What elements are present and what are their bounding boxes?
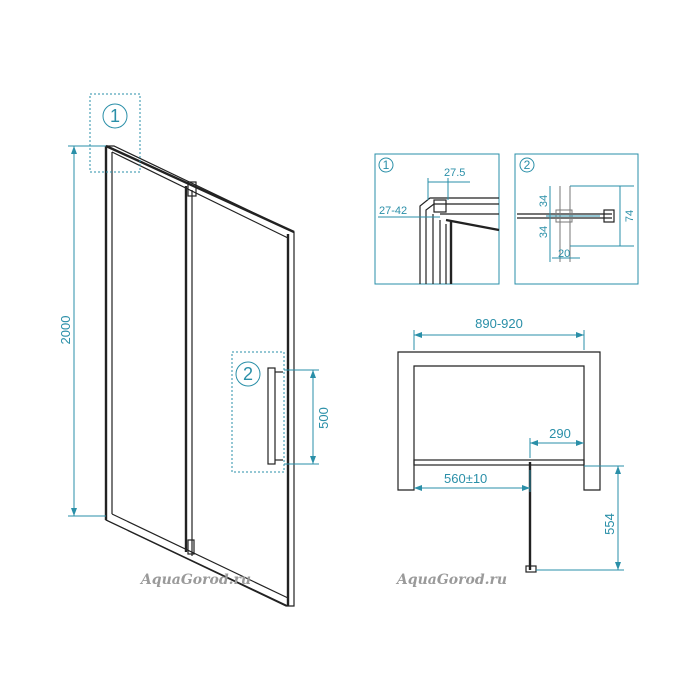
door-handle	[267, 367, 276, 465]
top-hinge	[187, 181, 197, 197]
callout-1: 1	[89, 93, 141, 173]
bottom-hinge	[187, 539, 195, 555]
detail-1-frame	[374, 153, 500, 285]
plan-swing-label: 554	[602, 513, 617, 535]
watermark-left: AquaGorod.ru	[139, 572, 251, 588]
detail-2-marker: 2	[524, 158, 531, 172]
detail-2-total: 74	[624, 210, 636, 222]
detail-1-width: 27.5	[444, 167, 465, 179]
callout-2-circle	[235, 361, 261, 387]
plan-walls	[397, 351, 601, 491]
door-top-profile	[105, 144, 295, 234]
detail-2-width: 20	[558, 248, 570, 260]
callout-2: 2	[231, 351, 285, 473]
detail-2-top: 34	[538, 195, 550, 207]
callout-1-label: 1	[110, 106, 120, 126]
plan-opening-label: 560±10	[444, 471, 487, 486]
handle-dimension: 500	[284, 369, 331, 465]
detail-1-range: 27-42	[379, 205, 407, 217]
door-bottom-inner	[111, 513, 289, 599]
detail-2: 2 34 34 74 20	[514, 153, 639, 285]
handle-length-label: 500	[316, 407, 331, 429]
height-dimension: 2000	[58, 145, 106, 517]
callout-1-circle	[102, 103, 128, 129]
detail-2-bottom: 34	[538, 226, 550, 238]
watermark-right: AquaGorod.ru	[395, 572, 507, 588]
plan-width-label: 890-920	[475, 316, 523, 331]
detail-1: 1 27.5 27-42	[374, 153, 500, 285]
door-elevation	[104, 144, 295, 607]
door-bottom-profile	[105, 519, 289, 607]
detail-2-frame	[514, 153, 639, 285]
plan-glass	[413, 459, 585, 466]
height-label: 2000	[58, 316, 73, 345]
plan-fixed-label: 290	[549, 426, 571, 441]
door-top-inner	[111, 151, 289, 239]
callout-2-label: 2	[243, 364, 253, 384]
plan-view: 890-920 290 560±10 554	[397, 316, 624, 573]
detail-1-marker: 1	[383, 158, 390, 172]
door-outer-frame	[105, 145, 295, 607]
